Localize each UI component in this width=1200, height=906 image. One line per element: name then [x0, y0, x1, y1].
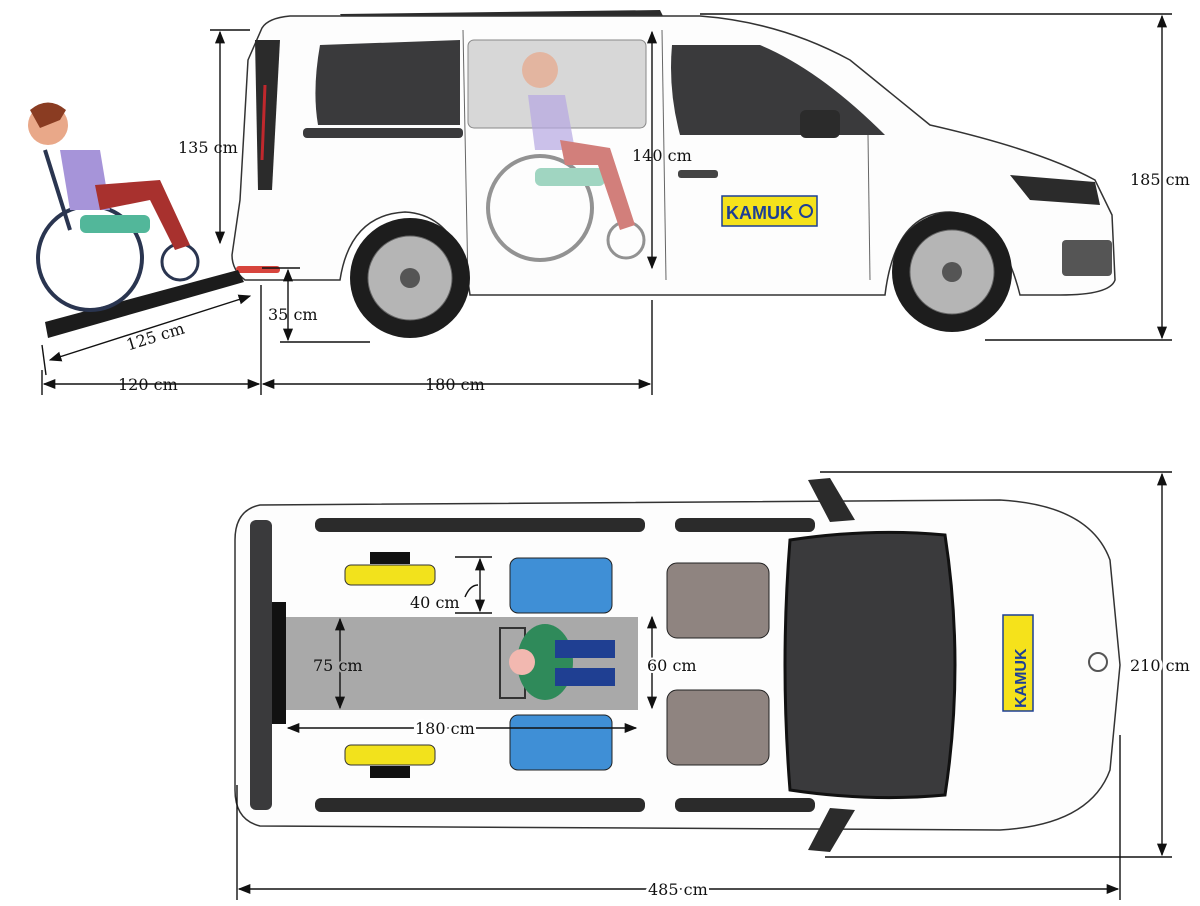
label-floor-length: 180 cm [415, 719, 475, 738]
rear-wheel [350, 218, 470, 338]
logo-text: KAMUK [726, 203, 793, 223]
label-vehicle-height: 185 cm [1130, 170, 1190, 189]
rear-glass [250, 520, 272, 810]
folded-seat-left [344, 564, 436, 586]
slide-rail [303, 128, 463, 138]
roof-rail-left [315, 518, 645, 532]
label-vehicle-width: 210 cm [1130, 656, 1190, 675]
label-interior-length: 180 cm [425, 375, 485, 394]
windshield [783, 530, 957, 800]
front-wheel [892, 212, 1012, 332]
right-mirror [808, 808, 855, 852]
middle-seat-left [509, 557, 613, 614]
front-grille [1062, 240, 1112, 276]
ramp [45, 270, 244, 338]
label-floor-height: 35 cm [268, 305, 318, 324]
label-seat-gap: 40 cm [410, 593, 460, 612]
label-ramp-length: 125 cm [124, 319, 187, 355]
wheelchair-user-ramp [28, 102, 200, 312]
logo-text-top: KAMUK [1013, 648, 1030, 708]
vw-emblem [1088, 652, 1108, 672]
rear-door-edge [272, 602, 286, 724]
top-view: KAMUK [234, 478, 1121, 852]
label-vehicle-length: 485 cm [648, 880, 708, 899]
label-rear-opening-height: 135 cm [178, 138, 238, 157]
top-dimensions: 40 cm 75 cm 60 cm 180 cm 210 cm 485 cm [236, 471, 1193, 902]
door-handle [678, 170, 718, 178]
folded-seat-right [344, 744, 436, 766]
rear-side-window [315, 40, 460, 125]
label-side-door-height: 140 cm [632, 146, 692, 165]
rear-reflector [236, 266, 280, 273]
wheelchair-icon [799, 204, 813, 218]
kamuk-logo-side: KAMUK [721, 195, 818, 227]
wheelchair-user-inside [486, 52, 646, 262]
front-seat-right [666, 689, 770, 766]
front-seat-left [666, 562, 770, 639]
roof-rail-right [315, 798, 645, 812]
side-mirror [800, 110, 840, 138]
side-view: KAMUK [28, 10, 1116, 338]
label-floor-width: 75 cm [313, 656, 363, 675]
middle-seat-right [509, 714, 613, 771]
kamuk-logo-top: KAMUK [1002, 614, 1034, 712]
label-middle-gap: 60 cm [647, 656, 697, 675]
left-mirror [808, 478, 855, 522]
wheelchair-user-top [499, 624, 615, 700]
label-ramp-horizontal: 120 cm [118, 375, 178, 394]
headlight [1010, 175, 1100, 205]
